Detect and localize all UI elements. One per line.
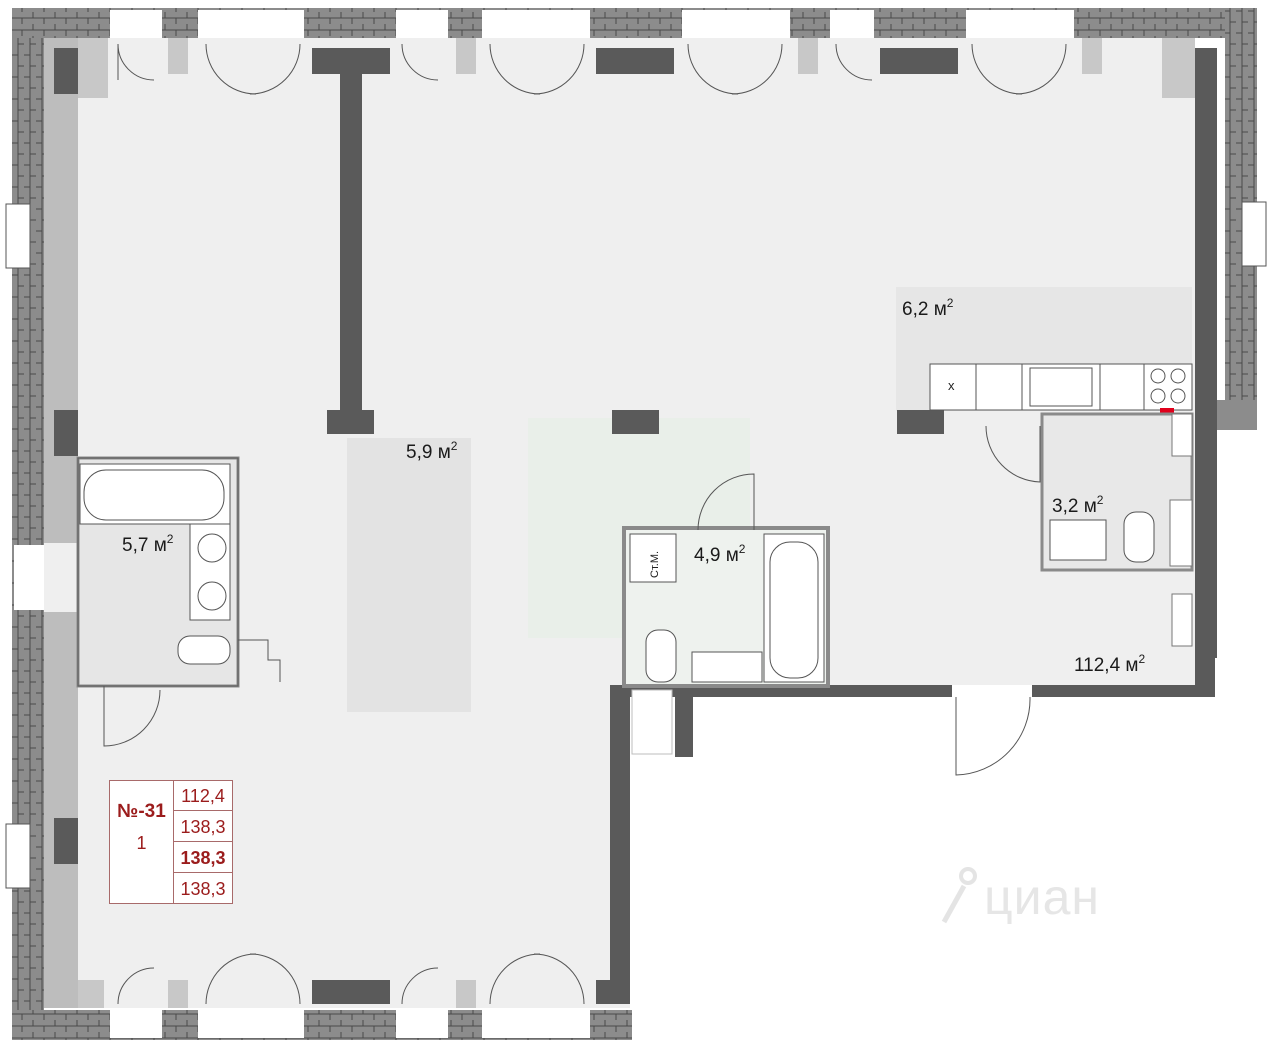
stove-icon xyxy=(1150,368,1186,404)
bath-left-area-label: 5,7 м2 xyxy=(122,532,174,556)
apartment-info-box: №-31 1 112,4 138,3 138,3 138,3 xyxy=(109,780,233,904)
kitchen-area-label: 6,2 м2 xyxy=(902,296,954,320)
sink-icon xyxy=(1029,367,1093,407)
bath-center-area-label: 4,9 м2 xyxy=(694,542,746,566)
sink-icon xyxy=(691,651,763,683)
hall-area-label: 5,9 м2 xyxy=(406,439,458,463)
wc-right xyxy=(985,412,1194,647)
sink-icon xyxy=(1049,519,1107,561)
door-swing-icon xyxy=(985,425,1041,483)
watermark-text: циан xyxy=(984,869,1100,925)
sink-icon xyxy=(197,581,227,611)
area-total: 138,3 xyxy=(173,812,233,842)
apartment-number: №-31 xyxy=(117,801,166,822)
structural-walls xyxy=(54,48,1217,1004)
area-living: 112,4 xyxy=(173,781,233,811)
utility-meter-label: Ст.М. xyxy=(649,551,661,578)
bathroom-left xyxy=(76,456,281,688)
toilet-icon xyxy=(177,635,231,665)
bathtub-icon xyxy=(769,541,819,679)
door-swing-icon xyxy=(697,473,755,531)
wc-area-label: 3,2 м2 xyxy=(1052,493,1104,517)
sink-icon xyxy=(197,533,227,563)
interior-wall-lining xyxy=(44,38,1195,1008)
room-count: 1 xyxy=(136,833,147,853)
area-with-balcony: 138,3 xyxy=(173,843,233,873)
kitchen-counter xyxy=(929,363,1193,416)
toilet-icon xyxy=(645,629,677,683)
toilet-icon xyxy=(1123,511,1155,563)
bathtub-icon xyxy=(83,469,225,521)
exterior-doors xyxy=(103,43,1067,1005)
wall-voids xyxy=(631,400,1257,755)
cross-mark-label: x xyxy=(948,378,955,393)
logo-icon xyxy=(941,867,977,924)
total-area-label: 112,4 м2 xyxy=(1074,652,1145,676)
bathroom-center xyxy=(622,473,830,688)
info-left-column: №-31 1 xyxy=(110,781,174,903)
exterior-brick-walls xyxy=(5,8,1267,1040)
area-price: 138,3 xyxy=(180,879,226,899)
